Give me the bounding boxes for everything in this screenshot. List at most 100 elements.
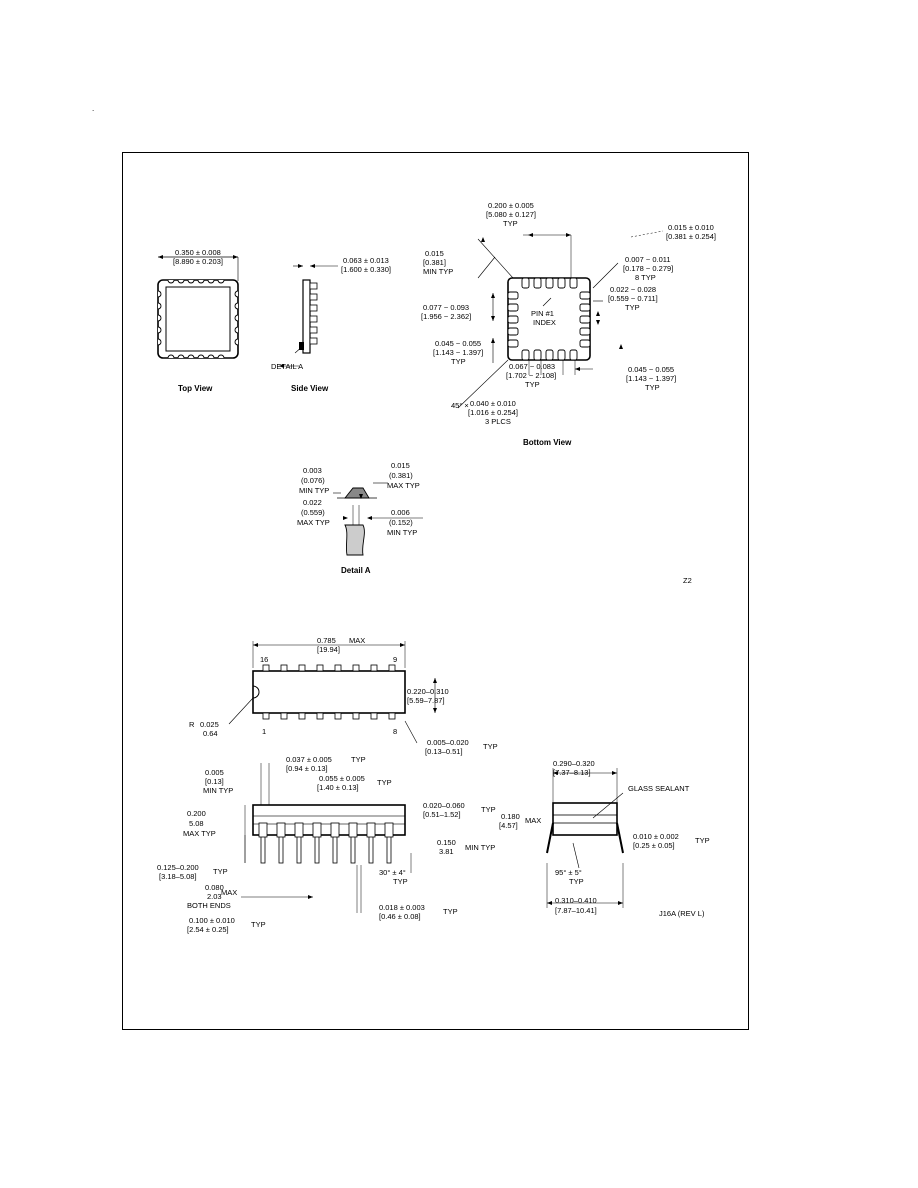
detail-d1-note: MIN TYP [299, 486, 329, 495]
radius-label: R [189, 720, 195, 729]
d018: 0.018 ± 0.003 [379, 903, 425, 912]
radius-inch: 0.015 ± 0.010 [668, 223, 714, 232]
detail-d4-note: MIN TYP [387, 528, 417, 537]
dip-width-mm: [5.59–7.87] [407, 696, 445, 705]
radius-mm: [0.381 ± 0.254] [666, 232, 716, 241]
d125: 0.125–0.200 [157, 863, 199, 872]
d005-mm: [0.13] [205, 777, 224, 786]
pad-width-inch: 0.007 ~ 0.011 [625, 255, 671, 264]
corner-inch: 0.015 [425, 249, 444, 258]
top-view-dim-mm: [8.890 ± 0.203] [173, 257, 223, 266]
lcc-bottom-view: PIN #1 INDEX 0.200 ± 0.005 [5.080 ± 0.12… [421, 201, 716, 447]
d180-mm: [4.57] [499, 821, 518, 830]
d080: 0.080 [205, 883, 224, 892]
side-angle-note: TYP [393, 877, 408, 886]
corner-note: MIN TYP [423, 267, 453, 276]
corner-mm: [0.381] [423, 258, 446, 267]
top-view-dim-inch: 0.350 ± 0.008 [175, 248, 221, 257]
dip-end-view: 0.290–0.320 [7.37–8.13] GLASS SEALANT 0.… [499, 759, 710, 918]
dip-end-note: TYP [483, 742, 498, 751]
pad-pitch-note: TYP [503, 219, 518, 228]
detail-d4-mm: (0.152) [389, 518, 413, 527]
d005: 0.005 [205, 768, 224, 777]
index-label: INDEX [533, 318, 556, 327]
d010: 0.010 ± 0.002 [633, 832, 679, 841]
d037-mm: [0.94 ± 0.13] [286, 764, 328, 773]
pitch2-mm: [1.143 ~ 1.397] [433, 348, 483, 357]
chamfer-inch: 0.040 ± 0.010 [470, 399, 516, 408]
dip-end-mm: [0.13–0.51] [425, 747, 463, 756]
d010-mm: [0.25 ± 0.05] [633, 841, 675, 850]
d018-note: TYP [443, 907, 458, 916]
side-dim-inch: 0.067 ~ 0.083 [509, 362, 555, 371]
d100-note: TYP [251, 920, 266, 929]
end-angle: 95° ± 5° [555, 868, 582, 877]
detail-d1-mm: (0.076) [301, 476, 325, 485]
chamfer-mm: [1.016 ± 0.254] [468, 408, 518, 417]
chamfer-angle: 45° × [451, 401, 469, 410]
lcc-top-view: 0.350 ± 0.008 [8.890 ± 0.203] Top View [157, 248, 239, 393]
side-view-label: Side View [291, 384, 329, 393]
lcc-detail-a: 0.003 (0.076) MIN TYP 0.015 (0.381) MAX … [297, 461, 423, 575]
d180-note: MAX [525, 816, 541, 825]
pad-width-note: 8 TYP [635, 273, 656, 282]
detail-d3-inch: 0.022 [303, 498, 322, 507]
d020-mm: [0.51–1.52] [423, 810, 461, 819]
detail-a-label: Detail A [341, 566, 371, 575]
d200-note: MAX TYP [183, 829, 216, 838]
dip-figure-code: J16A (REV L) [659, 909, 705, 918]
dip-top-view: 0.785 MAX [19.94] 16 9 1 8 0.220–0.310 [… [189, 636, 498, 756]
dip-length-note: MAX [349, 636, 365, 645]
pin-1-label: PIN #1 [531, 309, 554, 318]
pad-len-note: TYP [625, 303, 640, 312]
d037: 0.037 ± 0.005 [286, 755, 332, 764]
pitch2-inch: 0.045 ~ 0.055 [435, 339, 481, 348]
d290: 0.290–0.320 [553, 759, 595, 768]
side-angle: 30° ± 4° [379, 868, 406, 877]
radius-inch-dip: 0.025 [200, 720, 219, 729]
d055-mm: [1.40 ± 0.13] [317, 783, 359, 792]
d037-note: TYP [351, 755, 366, 764]
d125-note: TYP [213, 867, 228, 876]
side-height-inch: 0.063 ± 0.013 [343, 256, 389, 265]
pin-1-label-dip: 1 [262, 727, 266, 736]
d010-note: TYP [695, 836, 710, 845]
chamfer-note: 3 PLCS [485, 417, 511, 426]
dip-length: 0.785 [317, 636, 336, 645]
page-mark: . [92, 104, 95, 113]
d080-note2: BOTH ENDS [187, 901, 231, 910]
pad-len-inch: 0.022 ~ 0.028 [610, 285, 656, 294]
side-dim-note: TYP [525, 380, 540, 389]
d150-mm: 3.81 [439, 847, 454, 856]
dip-side-view: 0.005 [0.13] MIN TYP 0.037 ± 0.005 [0.94… [157, 755, 496, 934]
d100: 0.100 ± 0.010 [189, 916, 235, 925]
d080-mm: 2.03 [207, 892, 222, 901]
d150: 0.150 [437, 838, 456, 847]
end-angle-note: TYP [569, 877, 584, 886]
right-dim-inch: 0.045 ~ 0.055 [628, 365, 674, 374]
d125-mm: [3.18–5.08] [159, 872, 197, 881]
d020-note: TYP [481, 805, 496, 814]
d005-note: MIN TYP [203, 786, 233, 795]
pad-len-mm: [0.559 ~ 0.711] [608, 294, 658, 303]
lcc-figure-code: Z2 [683, 576, 692, 585]
detail-d3-note: MAX TYP [297, 518, 330, 527]
dip-width: 0.220–0.310 [407, 687, 449, 696]
d180: 0.180 [501, 812, 520, 821]
detail-a-callout: DETAIL A [271, 362, 303, 371]
side-height-mm: [1.600 ± 0.330] [341, 265, 391, 274]
detail-d2-inch: 0.015 [391, 461, 410, 470]
detail-d1-inch: 0.003 [303, 466, 322, 475]
radius-mm-dip: 0.64 [203, 729, 218, 738]
pad-pitch-mm: [5.080 ± 0.127] [486, 210, 536, 219]
d200: 0.200 [187, 809, 206, 818]
pin-9-label: 9 [393, 655, 397, 664]
d055-note: TYP [377, 778, 392, 787]
d310: 0.310–0.410 [555, 896, 597, 905]
d020: 0.020–0.060 [423, 801, 465, 810]
pin-8-label: 8 [393, 727, 397, 736]
detail-d3-mm: (0.559) [301, 508, 325, 517]
d080-note: MAX [221, 888, 237, 897]
d200-mm: 5.08 [189, 819, 204, 828]
bottom-view-label: Bottom View [523, 438, 572, 447]
